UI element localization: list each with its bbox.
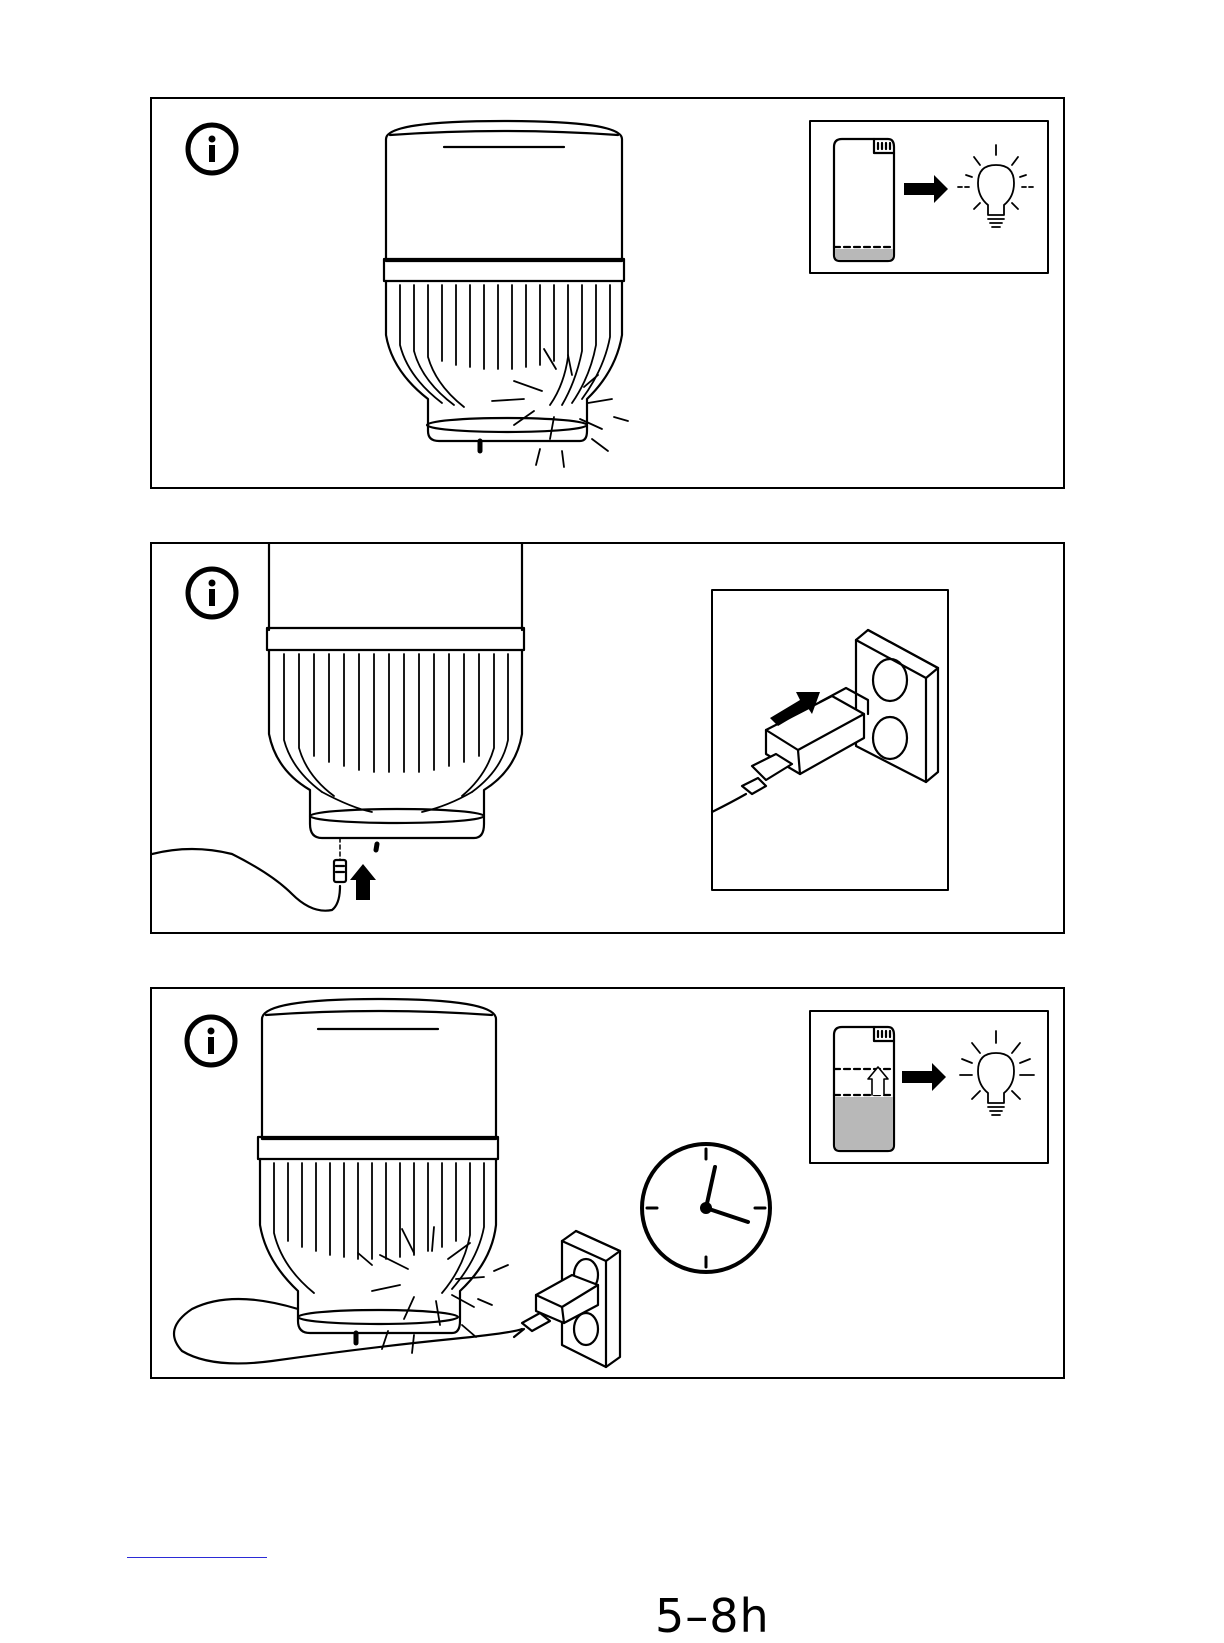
inset-usb-plug-into-socket — [712, 590, 948, 890]
page-footer-link-underline[interactable] — [127, 1557, 267, 1558]
charge-time-label: 5–8h — [655, 1593, 770, 1639]
bulb-bright-icon — [960, 1031, 1034, 1115]
battery-charging-icon — [834, 1027, 894, 1151]
battery-low-icon — [834, 139, 894, 261]
info-icon — [188, 125, 236, 173]
panel-charging: 5–8h — [150, 987, 1065, 1379]
info-icon — [188, 569, 236, 617]
panel-connect-cable — [150, 542, 1065, 934]
lamp-ribs — [400, 285, 610, 407]
inset-battery-charging — [810, 1011, 1048, 1163]
arrow-up-icon — [350, 864, 376, 900]
lamp-base-connector — [152, 544, 524, 911]
clock-icon — [642, 1144, 770, 1272]
panel-battery-low — [150, 97, 1065, 489]
lamp-flickering — [384, 121, 628, 467]
usb-plug-icon — [514, 1275, 598, 1337]
inset-battery-low — [810, 121, 1048, 273]
lamp-charging — [174, 999, 522, 1363]
arrow-right-icon — [904, 175, 948, 203]
info-icon — [187, 1017, 235, 1065]
bulb-dim-icon — [958, 145, 1036, 227]
instruction-page: { "page": { "panels": [ { "id": "battery… — [0, 0, 1224, 1584]
arrow-right-icon — [902, 1063, 946, 1091]
